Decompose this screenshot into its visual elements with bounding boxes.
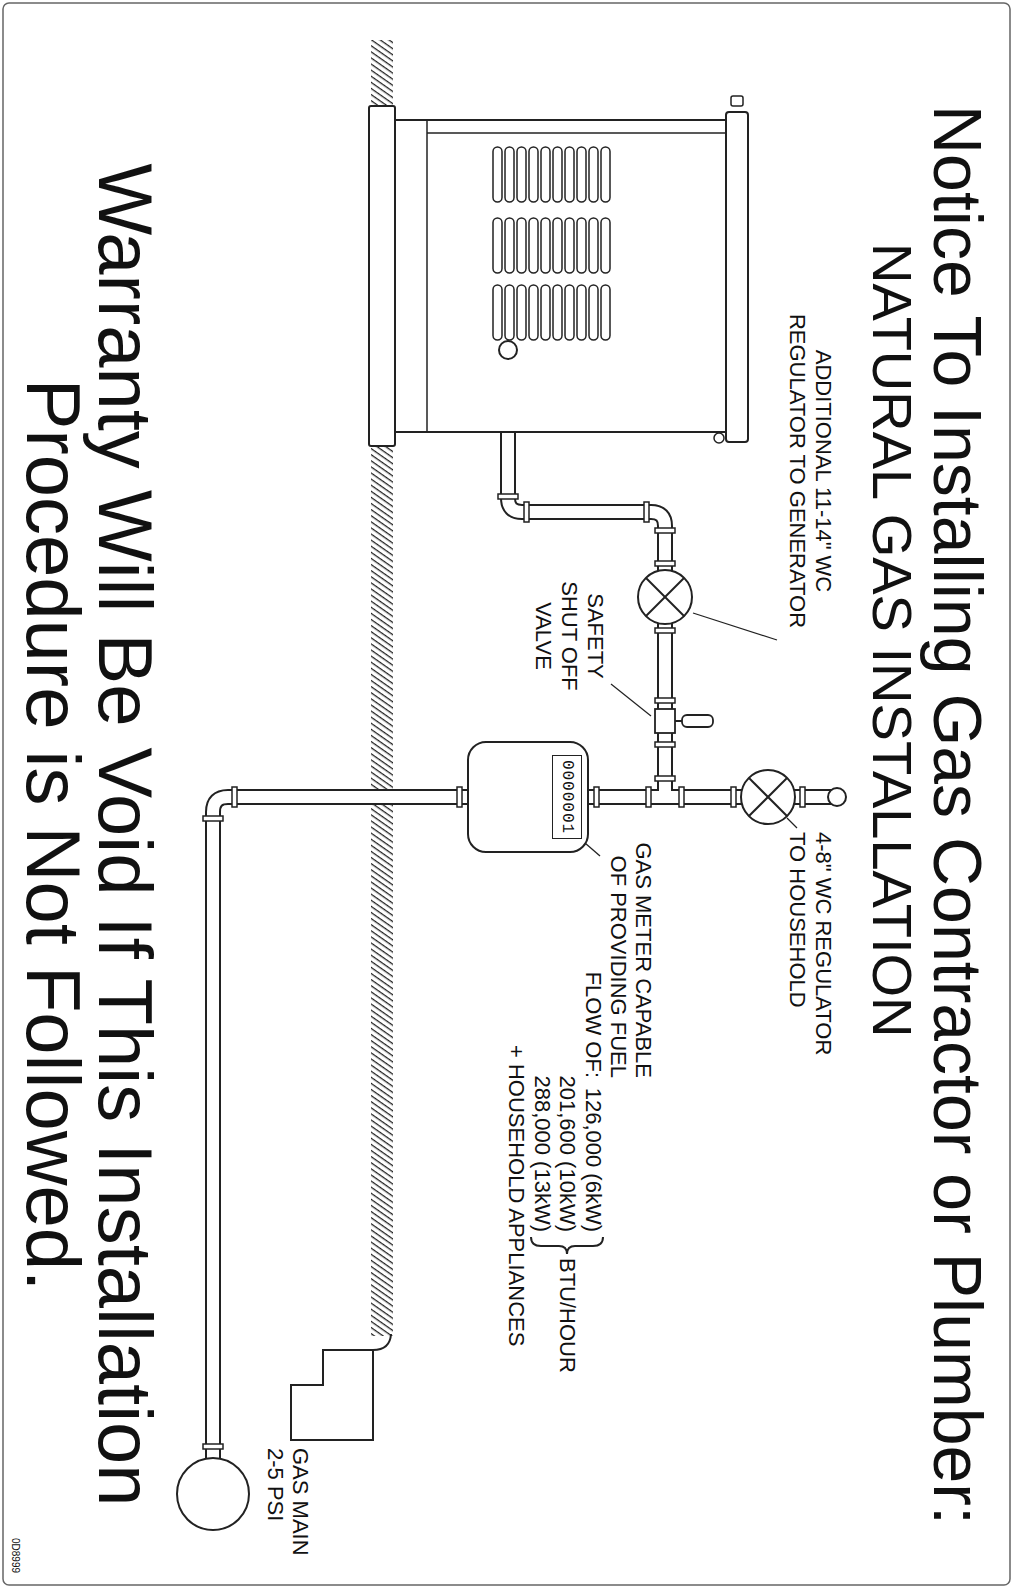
meter-reading: 0000001 <box>558 760 576 834</box>
generator-vent <box>493 147 610 202</box>
pipe-ring <box>646 787 651 807</box>
regulator-cross <box>749 778 787 816</box>
pipe <box>213 797 468 1460</box>
regulator-symbol <box>638 570 692 624</box>
brace <box>531 1237 603 1254</box>
valve-label: SAFETY SHUT OFF VALVE <box>530 571 608 701</box>
pipe-end-cap <box>828 788 846 806</box>
flow-value: 288,000 (13kW) <box>529 1030 555 1232</box>
flow-note: + HOUSEHOLD APPLIANCES <box>503 1045 529 1405</box>
ground-edge <box>373 1334 391 1350</box>
gas-main-pipe <box>177 1458 249 1530</box>
generator-lid <box>726 112 748 442</box>
meter-display: 0000001 <box>552 755 582 839</box>
generator-vent <box>493 285 610 340</box>
gas-main-label: GAS MAIN 2-5 PSI <box>263 1448 313 1580</box>
pipe-ring <box>644 502 649 522</box>
pipe-ring <box>203 816 223 821</box>
pipe-fittings <box>203 494 805 1449</box>
meter-note: GAS METER CAPABLE OF PROVIDING FUEL FLOW… <box>581 828 656 1078</box>
pipe-ring <box>594 787 599 807</box>
sheet-border <box>3 3 1010 1585</box>
pipe-fill <box>213 350 833 1460</box>
pipe-ring <box>655 528 675 533</box>
valve-body <box>655 709 675 733</box>
pipe-ring <box>731 787 736 807</box>
gas-meter <box>468 742 588 852</box>
generator-vent <box>493 218 610 273</box>
flow-value: 126,000 (6kW) <box>580 1030 606 1232</box>
unit-label: BTU/HOUR <box>554 1258 580 1408</box>
regulator-label: 4-8" WC REGULATOR TO HOUSEHOLD <box>784 832 836 1072</box>
generator-panel-line <box>426 120 428 432</box>
pipe-ring <box>498 494 518 499</box>
generator-inlet <box>499 341 517 359</box>
regulator-cross <box>646 578 684 616</box>
shutoff-valve <box>655 709 713 733</box>
leader-line <box>693 613 777 640</box>
title-text: Notice To Installing Gas Contractor or P… <box>919 105 997 1580</box>
leader-line <box>585 843 600 856</box>
pipe-ring <box>232 787 237 807</box>
generator-knob <box>714 433 724 443</box>
pipe-ring <box>655 561 675 566</box>
generator-base <box>369 106 395 446</box>
pipe-ring <box>800 787 805 807</box>
generator-body <box>393 120 726 432</box>
regulator-body <box>741 770 795 824</box>
pipe-ring <box>524 502 529 522</box>
regulator-body <box>638 570 692 624</box>
pipe-ring <box>457 787 462 807</box>
generator-panel-line <box>427 132 726 134</box>
regulator-cross <box>749 778 787 816</box>
pipe <box>588 789 833 805</box>
generator-latch <box>731 96 743 106</box>
curb-outline <box>291 1350 373 1440</box>
regulator-label: ADDITIONAL 11-14" WC REGULATOR TO GENERA… <box>784 281 836 661</box>
leader-line <box>611 684 651 716</box>
subtitle-text: NATURAL GAS INSTALLATION <box>861 243 923 1343</box>
pipe <box>213 797 468 1460</box>
regulator-cross <box>646 578 684 616</box>
pipe-ring <box>655 776 675 781</box>
leader-lines <box>585 613 797 856</box>
pipe <box>588 791 833 803</box>
valve-handle <box>682 715 713 727</box>
leader-line <box>787 818 797 828</box>
pipe-ring <box>203 1444 223 1449</box>
pipe-ring <box>655 742 675 747</box>
pipe-ring <box>679 787 684 807</box>
pipe-ring <box>655 698 675 703</box>
pipe-outline <box>213 350 833 1460</box>
regulator-symbol <box>741 770 795 824</box>
part-number: 0D8999 <box>9 1538 21 1586</box>
pipe-ring <box>655 628 675 633</box>
flow-value: 201,600 (10kW) <box>554 1030 580 1232</box>
warning-caption: Warranty Will Be Void If This Installati… <box>17 120 161 1550</box>
